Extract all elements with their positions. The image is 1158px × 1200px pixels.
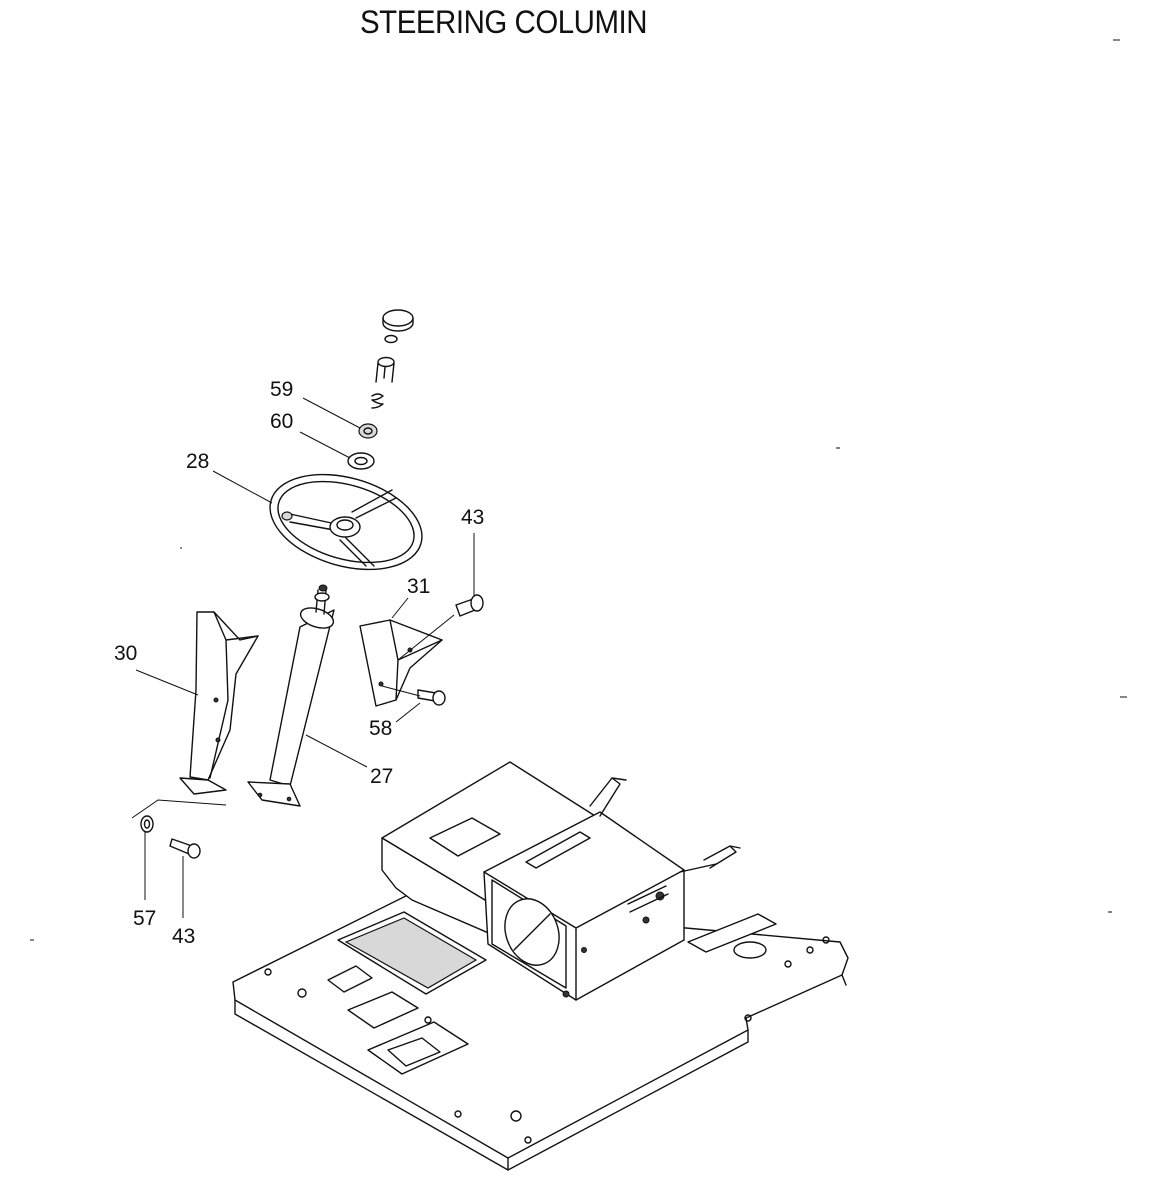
washer-part-57 xyxy=(140,815,154,833)
diagram-title: STEERING COLUMIN xyxy=(360,4,648,40)
bracket-part-30 xyxy=(179,611,259,795)
bolt-part-43-upper xyxy=(455,594,484,617)
o-ring-part xyxy=(384,334,398,344)
steering-cap-part xyxy=(382,309,414,332)
steering-wheel-part-28 xyxy=(269,473,423,571)
bolt-part-58 xyxy=(417,689,446,706)
callout-57: 57 xyxy=(133,907,156,930)
nut-part-59 xyxy=(358,423,378,439)
callout-60: 60 xyxy=(270,410,293,433)
callout-30: 30 xyxy=(114,642,137,665)
pedal-housing-part xyxy=(381,761,741,1001)
floor-plate-part xyxy=(232,882,849,1171)
spring-part xyxy=(371,393,384,409)
horn-cover-part xyxy=(375,356,395,383)
callout-31: 31 xyxy=(407,575,430,598)
leader-lines xyxy=(135,397,475,918)
callout-59: 59 xyxy=(270,378,293,401)
washer-part-60 xyxy=(347,452,375,470)
callout-43-lower: 43 xyxy=(172,925,195,948)
callout-43-upper: 43 xyxy=(461,506,484,529)
steering-column-part-27 xyxy=(247,584,335,807)
callout-28: 28 xyxy=(186,450,209,473)
callout-58: 58 xyxy=(369,717,392,740)
bolt-part-43-lower xyxy=(169,838,201,859)
callout-27: 27 xyxy=(370,765,393,788)
